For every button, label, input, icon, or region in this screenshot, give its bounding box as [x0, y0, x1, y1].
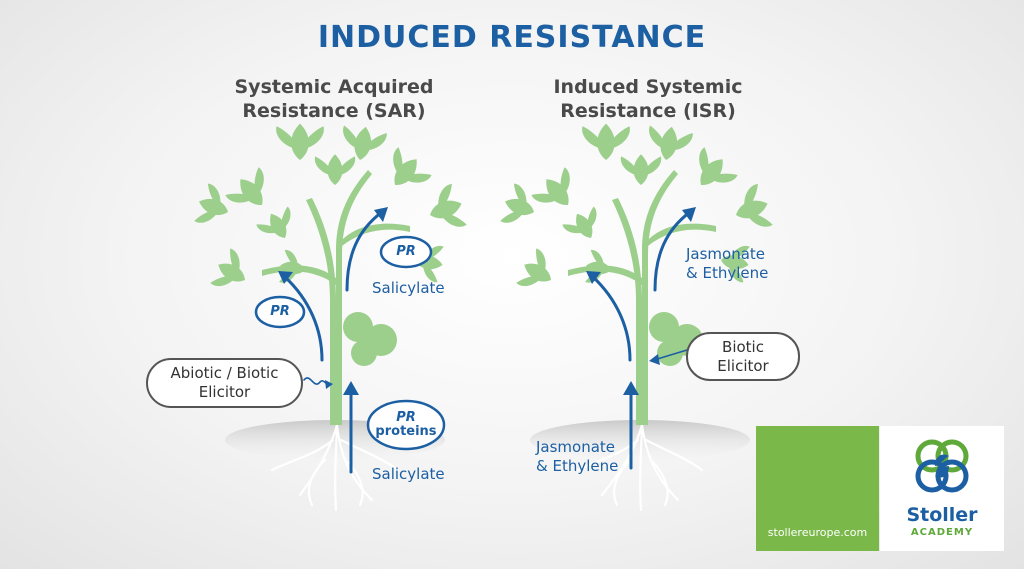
isr-arrowhead-upper-right [682, 207, 696, 222]
sar-salicylate-upper: Salicylate [372, 279, 445, 298]
sar-pr-proteins-label: PR proteins [368, 411, 444, 440]
brand-name: Stoller [880, 504, 1004, 526]
isr-arrow-upper-right [655, 212, 690, 290]
isr-elicitor-line1: Biotic [687, 338, 799, 357]
sar-fruits [343, 312, 397, 366]
sar-pr-proteins-line1: PR [396, 410, 416, 425]
isr-upper-signal-line1: Jasmonate [686, 245, 768, 264]
sar-pr-left-label: PR [256, 305, 304, 319]
isr-lower-signal-line2: & Ethylene [536, 457, 618, 476]
isr-elicitor-line2: Elicitor [687, 357, 799, 376]
isr-elicitor-label: Biotic Elicitor [687, 338, 799, 376]
isr-lower-signal-label: Jasmonate & Ethylene [536, 438, 618, 476]
sar-stem [306, 170, 372, 425]
website-link[interactable]: stollereurope.com [756, 526, 879, 539]
brand-panel: Stoller ACADEMY [880, 426, 1004, 551]
sar-pr-proteins-line2: proteins [368, 425, 444, 439]
sar-arrowhead-upper-right [374, 207, 388, 222]
website-panel: stollereurope.com [756, 426, 879, 551]
sar-pr-upper-label: PR [381, 245, 431, 259]
isr-upper-signal-line2: & Ethylene [686, 264, 768, 283]
isr-stem [612, 170, 678, 425]
sar-arrowhead-root [343, 381, 359, 395]
isr-lower-signal-line1: Jasmonate [536, 438, 618, 457]
sar-elicitor-line1: Abiotic / Biotic [147, 364, 302, 383]
isr-branch-right [648, 224, 716, 246]
stoller-logo-icon [880, 426, 1004, 506]
brand-sub: ACADEMY [880, 527, 1004, 538]
isr-upper-signal-label: Jasmonate & Ethylene [686, 245, 768, 283]
sar-elicitor-label: Abiotic / Biotic Elicitor [147, 364, 302, 402]
sar-elicitor-line2: Elicitor [147, 383, 302, 402]
isr-arrow-upper-left [592, 276, 630, 360]
sar-salicylate-lower: Salicylate [372, 465, 445, 484]
